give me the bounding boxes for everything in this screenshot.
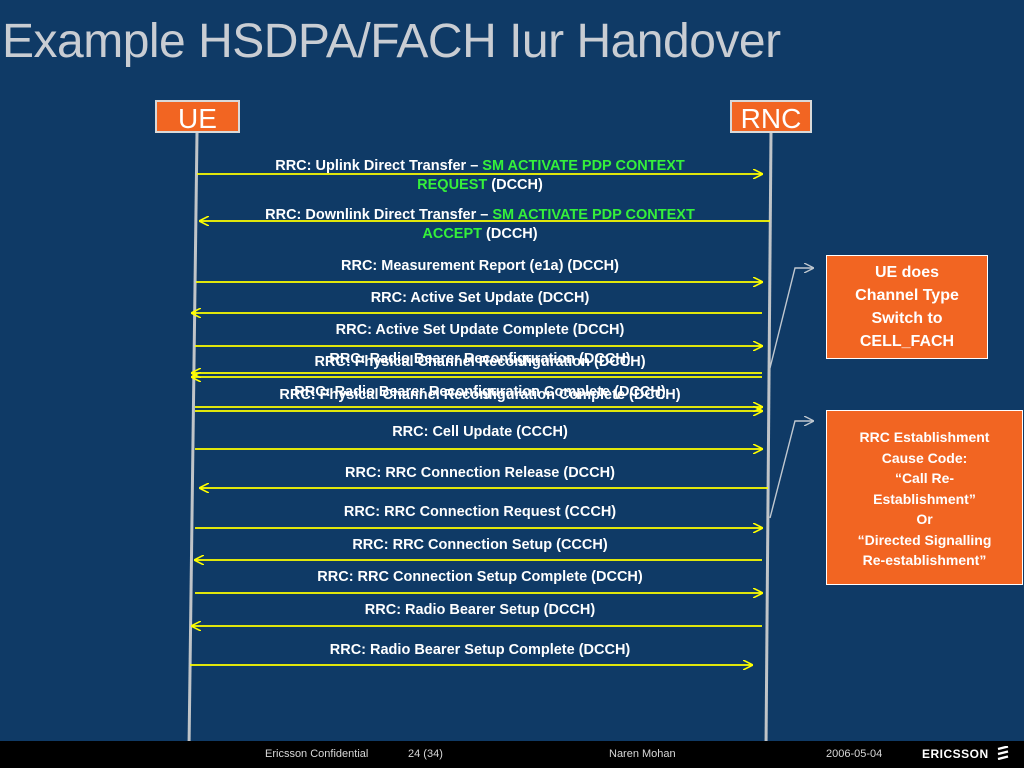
- label-rb-reconfiguration: RRC: Radio Bearer Reconfiguration (DCCH): [329, 351, 631, 367]
- label-radio-bearer-setup-complete: RRC: Radio Bearer Setup Complete (DCCH): [329, 642, 631, 658]
- footer-confidential: Ericsson Confidential: [265, 748, 369, 760]
- slide-title: Example HSDPA/FACH Iur Handover: [2, 15, 781, 68]
- bracket-cause-code: [769, 421, 813, 519]
- label-pc-reconfiguration-complete: RRC: Physical Channel Reconfiguration Co…: [279, 387, 681, 403]
- ericsson-logo-icon: [997, 745, 1008, 761]
- label-pc-reconfiguration: RRC: Physical Channel Reconfiguration (D…: [314, 354, 646, 370]
- label-rb-reconfiguration-complete: RRC: Radio Bearer Reconfiguration Comple…: [294, 384, 666, 400]
- rnc-lifeline: [764, 132, 773, 749]
- note-ue-channel-switch: UE does Channel Type Switch to CELL_FACH: [826, 255, 988, 359]
- footer-date: 2006-05-04: [826, 748, 883, 760]
- label-rrc-connection-setup-complete: RRC: RRC Connection Setup Complete (DCCH…: [317, 569, 643, 585]
- label-rrc-connection-setup: RRC: RRC Connection Setup (CCCH): [352, 537, 608, 553]
- label-measurement-report: RRC: Measurement Report (e1a) (DCCH): [341, 258, 619, 274]
- ue-entity-box: UE: [155, 100, 240, 134]
- label-cell-update: RRC: Cell Update (CCCH): [392, 424, 568, 440]
- ue-lifeline: [187, 132, 199, 749]
- bracket-ue-switch: [769, 268, 813, 369]
- ericsson-logo: ERICSSON: [922, 745, 1010, 761]
- label-active-set-update: RRC: Active Set Update (DCCH): [370, 290, 590, 306]
- label-active-set-update-complete: RRC: Active Set Update Complete (DCCH): [335, 322, 625, 338]
- footer-author: Naren Mohan: [609, 748, 676, 760]
- label-uplink-direct-transfer: RRC: Uplink Direct Transfer – SM ACTIVAT…: [275, 158, 685, 193]
- note-rrc-establishment-cause: RRC Establishment Cause Code: “Call Re- …: [826, 410, 1023, 585]
- footer-page-number: 24 (34): [408, 748, 443, 760]
- footer-bar: Ericsson Confidential 24 (34) Naren Moha…: [0, 741, 1024, 768]
- label-downlink-direct-transfer: RRC: Downlink Direct Transfer – SM ACTIV…: [265, 207, 695, 242]
- label-rrc-connection-request: RRC: RRC Connection Request (CCCH): [343, 504, 617, 520]
- label-radio-bearer-setup: RRC: Radio Bearer Setup (DCCH): [364, 602, 596, 618]
- rnc-entity-box: RNC: [730, 100, 812, 134]
- label-rrc-connection-release: RRC: RRC Connection Release (DCCH): [345, 465, 615, 481]
